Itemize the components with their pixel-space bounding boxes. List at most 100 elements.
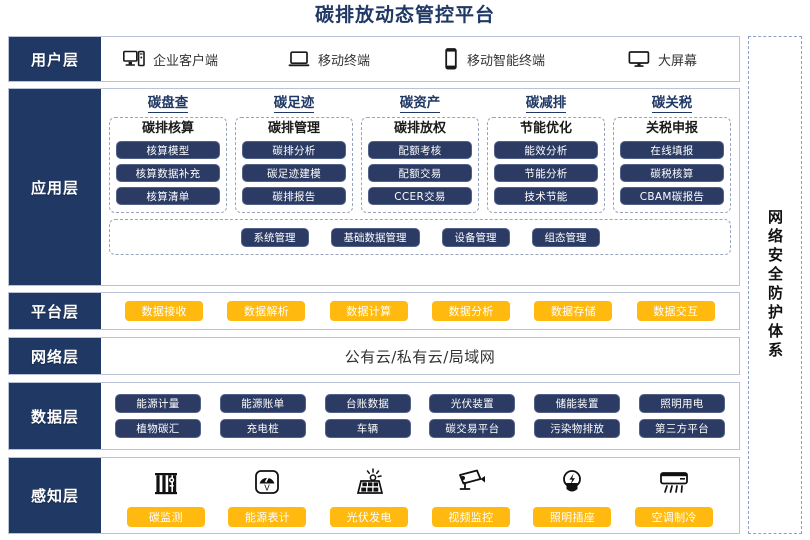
app-item[interactable]: 碳排报告 (242, 187, 346, 205)
data-item[interactable]: 车辆 (324, 419, 411, 438)
data-item[interactable]: 能源计量 (115, 394, 201, 413)
app-group-box: 碳排管理 碳排分析 碳足迹建模 碳排报告 (235, 117, 353, 213)
data-item[interactable]: 充电桩 (219, 419, 306, 438)
layer-data: 数据层 能源计量 能源账单 台账数据 光伏装置 储能装置 照明用电 植物碳汇 充… (8, 382, 740, 450)
app-group-subtitle: 关税申报 (645, 121, 698, 136)
layer-network-label: 网络层 (9, 338, 101, 374)
app-group-box: 碳排核算 核算模型 核算数据补充 核算清单 (109, 117, 227, 213)
app-group-title: 碳关税 (651, 95, 693, 113)
perception-item-label[interactable]: 光伏发电 (330, 506, 409, 527)
application-common-services: 系统管理 基础数据管理 设备管理 组态管理 (109, 219, 731, 255)
data-item[interactable]: 第三方平台 (638, 419, 725, 438)
layer-network: 网络层 公有云/私有云/局域网 (8, 337, 740, 375)
cctv-camera-icon (455, 465, 487, 499)
monitor-icon (628, 50, 650, 68)
app-group-carbon-inventory: 碳盘查 碳排核算 核算模型 核算数据补充 核算清单 (109, 95, 227, 213)
platform-item[interactable]: 数据分析 (432, 301, 511, 321)
app-item[interactable]: 能效分析 (494, 141, 598, 159)
perception-item-label[interactable]: 能源表计 (228, 506, 307, 527)
data-item[interactable]: 植物碳汇 (115, 419, 201, 438)
app-item[interactable]: 在线填报 (620, 141, 724, 159)
platform-item[interactable]: 数据计算 (329, 301, 408, 321)
app-item[interactable]: CBAM碳报告 (620, 187, 724, 205)
app-item[interactable]: 碳排分析 (242, 141, 346, 159)
data-row: 植物碳汇 充电桩 车辆 碳交易平台 污染物排放 第三方平台 (115, 419, 725, 438)
network-text: 公有云/私有云/局域网 (344, 347, 496, 366)
perception-item-label[interactable]: 碳监测 (126, 506, 205, 527)
user-item-label: 移动终端 (318, 53, 371, 69)
app-item[interactable]: 核算清单 (116, 187, 220, 205)
perception-item-pv-generation[interactable]: 光伏发电 (330, 465, 409, 527)
user-item-label: 企业客户端 (153, 53, 219, 69)
platform-item[interactable]: 数据解析 (227, 301, 306, 321)
app-item[interactable]: 技术节能 (494, 187, 598, 205)
common-service-item[interactable]: 基础数据管理 (330, 227, 420, 247)
smokestack-icon (151, 465, 181, 499)
perception-item-air-conditioning[interactable]: 空调制冷 (635, 465, 714, 527)
page-title: 碳排放动态管控平台 (314, 4, 495, 26)
lightbulb-icon (559, 465, 585, 499)
app-item[interactable]: 配额考核 (368, 141, 472, 159)
app-group-carbon-reduction: 碳减排 节能优化 能效分析 节能分析 技术节能 (487, 95, 605, 213)
app-group-title: 碳盘查 (147, 95, 189, 113)
platform-item[interactable]: 数据接收 (125, 301, 204, 321)
smartphone-icon (443, 48, 459, 70)
app-item[interactable]: 碳税核算 (620, 164, 724, 182)
user-item-mobile-terminal[interactable]: 移动终端 (288, 50, 443, 69)
perception-item-energy-meter[interactable]: V 能源表计 (228, 465, 307, 527)
perception-item-label[interactable]: 视频监控 (431, 506, 510, 527)
user-item-big-screen[interactable]: 大屏幕 (628, 50, 768, 69)
data-item[interactable]: 储能装置 (534, 394, 621, 413)
app-group-subtitle: 节能优化 (519, 121, 572, 136)
user-item-label: 大屏幕 (658, 53, 698, 69)
laptop-icon (288, 50, 310, 68)
solar-panel-icon (353, 465, 385, 499)
app-item[interactable]: 配额交易 (368, 164, 472, 182)
data-item[interactable]: 能源账单 (219, 394, 306, 413)
app-item[interactable]: 核算数据补充 (116, 164, 220, 182)
platform-item[interactable]: 数据交互 (636, 301, 715, 321)
app-item[interactable]: 节能分析 (494, 164, 598, 182)
app-group-carbon-footprint: 碳足迹 碳排管理 碳排分析 碳足迹建模 碳排报告 (235, 95, 353, 213)
desktop-tower-icon (123, 50, 145, 68)
layer-data-label: 数据层 (9, 383, 101, 449)
perception-item-label[interactable]: 空调制冷 (635, 506, 714, 527)
app-group-box: 关税申报 在线填报 碳税核算 CBAM碳报告 (613, 117, 731, 213)
common-service-item[interactable]: 设备管理 (441, 227, 510, 247)
gauge-meter-icon: V (252, 465, 282, 499)
app-item[interactable]: 碳足迹建模 (242, 164, 346, 182)
app-group-subtitle: 碳排管理 (267, 121, 320, 136)
layer-application: 应用层 碳盘查 碳排核算 核算模型 核算数据补充 核算清单 碳足迹 碳排管理 (8, 88, 740, 286)
app-group-carbon-tariff: 碳关税 关税申报 在线填报 碳税核算 CBAM碳报告 (613, 95, 731, 213)
common-service-item[interactable]: 组态管理 (531, 227, 600, 247)
data-items-grid: 能源计量 能源账单 台账数据 光伏装置 储能装置 照明用电 植物碳汇 充电桩 车… (101, 394, 739, 438)
svg-text:V: V (265, 483, 271, 492)
data-item[interactable]: 照明用电 (638, 394, 725, 413)
app-group-carbon-asset: 碳资产 碳排放权 配额考核 配额交易 CCER交易 (361, 95, 479, 213)
app-item[interactable]: 核算模型 (116, 141, 220, 159)
perception-item-lighting-socket[interactable]: 照明插座 (533, 465, 612, 527)
platform-item[interactable]: 数据存储 (534, 301, 613, 321)
data-item[interactable]: 碳交易平台 (429, 419, 516, 438)
data-item[interactable]: 污染物排放 (534, 419, 621, 438)
layer-user: 用户层 企业客户端 (8, 36, 740, 82)
perception-items: 碳监测 V 能源表计 (101, 465, 739, 527)
common-service-item[interactable]: 系统管理 (240, 227, 309, 247)
app-group-box: 节能优化 能效分析 节能分析 技术节能 (487, 117, 605, 213)
layer-user-label: 用户层 (9, 37, 101, 81)
app-group-subtitle: 碳排放权 (393, 121, 446, 136)
perception-item-video-surveillance[interactable]: 视频监控 (431, 465, 510, 527)
layer-application-label: 应用层 (9, 89, 101, 285)
platform-items: 数据接收 数据解析 数据计算 数据分析 数据存储 数据交互 (101, 301, 739, 321)
user-item-smart-mobile-terminal[interactable]: 移动智能终端 (443, 48, 628, 70)
data-item[interactable]: 台账数据 (324, 394, 411, 413)
data-item[interactable]: 光伏装置 (429, 394, 516, 413)
app-group-box: 碳排放权 配额考核 配额交易 CCER交易 (361, 117, 479, 213)
app-item[interactable]: CCER交易 (368, 187, 472, 205)
perception-item-carbon-monitoring[interactable]: 碳监测 (126, 465, 205, 527)
layer-platform-label: 平台层 (9, 293, 101, 329)
perception-item-label[interactable]: 照明插座 (533, 506, 612, 527)
user-item-enterprise-client[interactable]: 企业客户端 (123, 50, 288, 69)
application-groups: 碳盘查 碳排核算 核算模型 核算数据补充 核算清单 碳足迹 碳排管理 碳排分析 … (109, 95, 731, 213)
